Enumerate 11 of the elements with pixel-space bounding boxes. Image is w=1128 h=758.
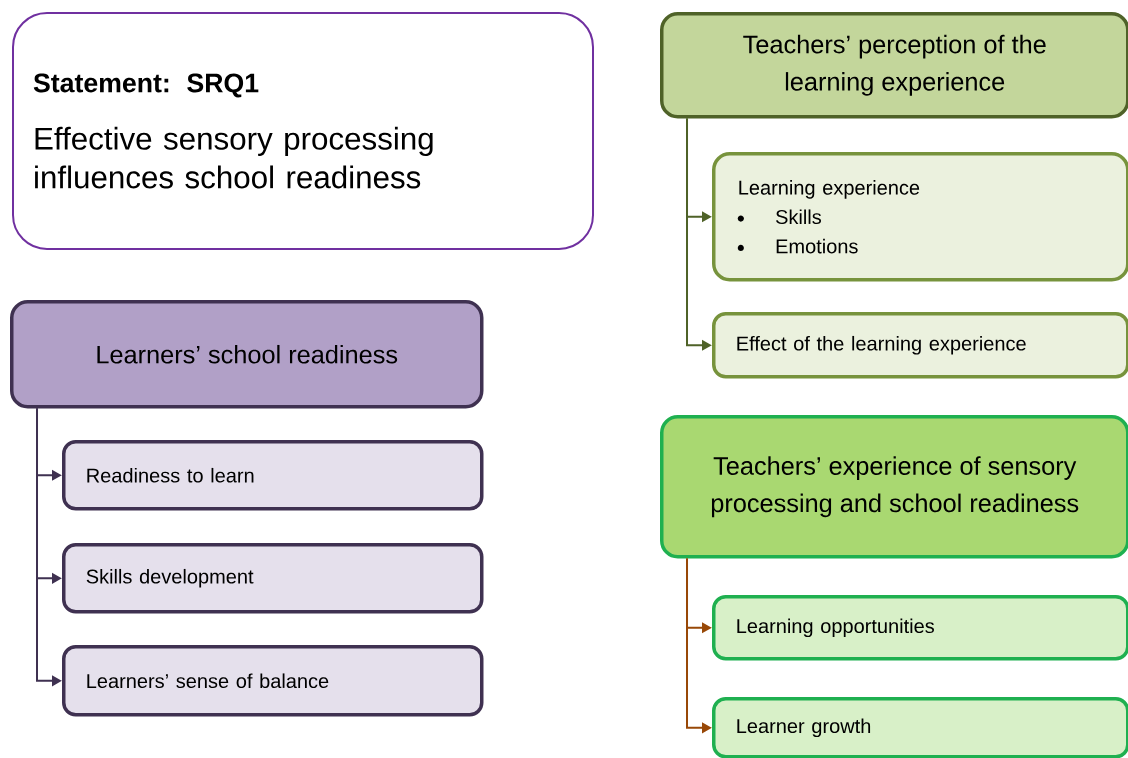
item-box: Skills development — [62, 543, 484, 614]
item-box: Learning experience Skills Emotions — [712, 152, 1128, 282]
item-box: Learning opportunities — [712, 595, 1128, 661]
statement-box: Statement: SRQ1 Effective sensory processing influences school readiness — [12, 12, 594, 250]
heading-box: Learners’ school readiness — [10, 300, 484, 409]
item-box: Readiness to learn — [62, 440, 484, 511]
item-box: Learner growth — [712, 697, 1128, 758]
item-box: Learners’ sense of balance — [62, 645, 484, 717]
heading-box: Teachers’ experience of sensory processing and school readiness — [660, 415, 1128, 559]
heading-box: Teachers’ perception of the learning experience — [660, 12, 1128, 119]
item-box: Effect of the learning experience — [712, 312, 1128, 379]
